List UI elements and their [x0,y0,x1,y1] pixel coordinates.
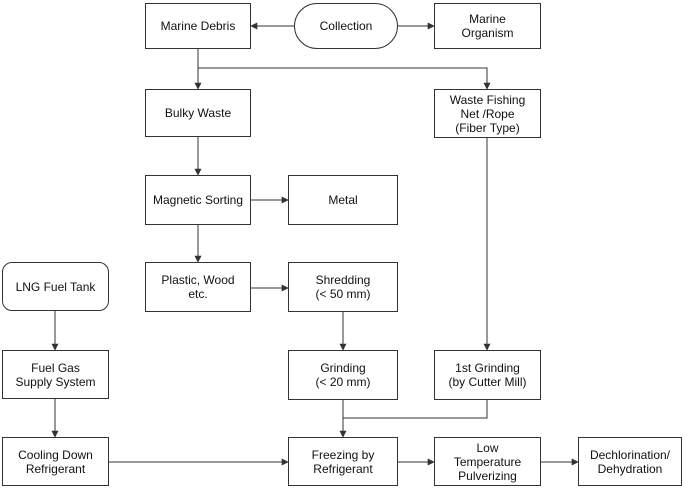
first-grinding-node: 1st Grinding (by Cutter Mill) [434,350,541,400]
waste-fishing-net-node: Waste Fishing Net /Rope (Fiber Type) [434,89,541,138]
dechlorination-node: Dechlorination/ Dehydration [578,437,682,486]
fuel-gas-supply-node: Fuel Gas Supply System [2,350,109,399]
plastic-wood-node: Plastic, Wood etc. [145,262,251,312]
marine-organism-node: Marine Organism [434,3,541,49]
freezing-node: Freezing by Refrigerant [288,437,398,486]
magnetic-sorting-node: Magnetic Sorting [145,175,251,225]
lng-fuel-tank-node: LNG Fuel Tank [2,262,109,311]
shredding-node: Shredding (< 50 mm) [288,262,398,312]
metal-node: Metal [288,175,398,225]
low-temperature-pulverizing-node: Low Temperature Pulverizing [434,437,541,486]
cooling-down-node: Cooling Down Refrigerant [2,437,109,486]
collection-node: Collection [294,3,398,49]
grinding-node: Grinding (< 20 mm) [288,350,398,400]
arrow-first-grinding-merge [343,400,488,419]
marine-debris-node: Marine Debris [145,3,251,49]
bulky-waste-node: Bulky Waste [145,89,251,137]
arrow-marine-debris-to-waste-fishing-net [198,67,491,90]
